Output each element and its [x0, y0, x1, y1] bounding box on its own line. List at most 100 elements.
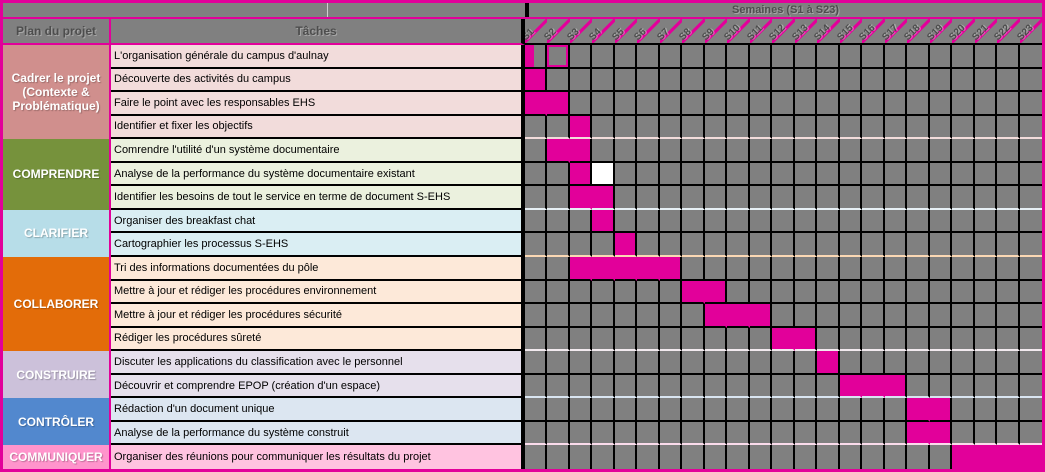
gantt-cell-s2: [547, 421, 570, 446]
gantt-cell-s8: [682, 209, 705, 234]
task-label-analyse-de-la-performance-du-systeme-doc: Analyse de la performance du système doc…: [111, 162, 525, 187]
gantt-cell-s2: [547, 115, 570, 140]
gantt-cell-s1: [525, 256, 548, 281]
gantt-cell-s6: [637, 68, 660, 93]
gantt-cell-s15: [839, 68, 863, 93]
gantt-cell-s20: [952, 421, 975, 446]
gantt-cell-s6: [637, 209, 660, 234]
gantt-cell-s22: [997, 374, 1020, 399]
gantt-cell-s13: [794, 398, 818, 422]
gantt-cell-s14: [817, 45, 840, 69]
gantt-cell-s1: [525, 139, 548, 163]
gantt-cell-s11: [749, 68, 773, 93]
gantt-cell-s2: [547, 162, 570, 187]
gantt-cell-s2: [547, 139, 570, 163]
gantt-cell-s18: [907, 374, 930, 399]
gantt-cell-s18: [907, 398, 930, 422]
gantt-cell-s5: [614, 398, 638, 422]
column-divider-tick: [327, 3, 328, 17]
gantt-cell-s14: [817, 68, 840, 93]
gantt-cell-s2: [547, 68, 570, 93]
task-label-comrendre-l-utilite-d-un-systeme-documen: Comrendre l'utilité d'un système documen…: [111, 139, 525, 163]
gantt-cell-s18: [907, 445, 930, 469]
gantt-cell-s6: [637, 304, 660, 328]
gantt-cell-s19: [929, 209, 953, 234]
gantt-cell-s17: [884, 256, 908, 281]
gantt-cell-s17: [884, 115, 908, 140]
gantt-cell-s12: [772, 186, 795, 210]
gantt-cell-s8: [682, 304, 705, 328]
gantt-cell-s23: [1019, 92, 1042, 116]
task-label-decouvrir-et-comprendre-epop-creation-d-: Découvrir et comprendre EPOP (création d…: [111, 374, 525, 399]
gantt-cell-s22: [997, 68, 1020, 93]
gantt-cell-s7: [659, 45, 683, 69]
gantt-cell-s2: [547, 327, 570, 352]
gantt-cell-s9: [704, 209, 728, 234]
gantt-cell-s13: [794, 45, 818, 69]
gantt-cell-s22: [997, 445, 1020, 469]
gantt-cell-s20: [952, 327, 975, 352]
gantt-cell-s21: [974, 233, 998, 257]
gantt-cell-s17: [884, 304, 908, 328]
task-label-organiser-des-reunions-pour-communiquer-: Organiser des réunions pour communiquer …: [111, 445, 525, 469]
gantt-cell-s12: [772, 421, 795, 446]
gantt-cell-s8: [682, 233, 705, 257]
gantt-cell-s16: [862, 327, 885, 352]
week-header-s10: S10: [723, 19, 750, 43]
gantt-cell-s5: [614, 421, 638, 446]
gantt-cell-s14: [817, 327, 840, 352]
gantt-cell-s9: [704, 45, 728, 69]
gantt-cell-s7: [659, 233, 683, 257]
gantt-cell-s20: [952, 139, 975, 163]
gantt-cell-s14: [817, 280, 840, 305]
week-header-s19: S19: [925, 19, 953, 43]
gantt-cell-s10: [727, 162, 750, 187]
gantt-cell-s14: [817, 233, 840, 257]
gantt-cell-s6: [637, 186, 660, 210]
gantt-cell-s20: [952, 233, 975, 257]
gantt-cell-s13: [794, 374, 818, 399]
gantt-cell-s21: [974, 209, 998, 234]
gantt-cell-s8: [682, 45, 705, 69]
gantt-cell-s4: [592, 68, 615, 93]
gantt-cell-s3: [569, 186, 593, 210]
phase-controler: CONTRÔLER: [3, 398, 111, 446]
gantt-cell-s18: [907, 280, 930, 305]
gantt-cell-s23: [1019, 209, 1042, 234]
gantt-cell-s7: [659, 186, 683, 210]
gantt-cell-s3: [569, 398, 593, 422]
gantt-cell-s13: [794, 327, 818, 352]
gantt-cell-s23: [1019, 421, 1042, 446]
gantt-cell-s3: [569, 280, 593, 305]
gantt-cell-s16: [862, 68, 885, 93]
gantt-cell-s12: [772, 256, 795, 281]
gantt-cell-s11: [749, 92, 773, 116]
gantt-cell-s1: [525, 398, 548, 422]
gantt-cell-s9: [704, 351, 728, 375]
weeks-title: Semaines (S1 à S23): [525, 3, 1042, 17]
gantt-cell-s8: [682, 139, 705, 163]
gantt-cell-s14: [817, 445, 840, 469]
gantt-cell-s2: [547, 280, 570, 305]
gantt-cell-s16: [862, 92, 885, 116]
gantt-cell-s10: [727, 304, 750, 328]
gantt-cell-s20: [952, 304, 975, 328]
gantt-cell-s5: [614, 445, 638, 469]
week-header-s3: S3: [565, 19, 593, 43]
gantt-cell-s19: [929, 351, 953, 375]
gantt-cell-s22: [997, 233, 1020, 257]
gantt-cell-s1: [525, 162, 548, 187]
gantt-cell-s15: [839, 115, 863, 140]
gantt-cell-s11: [749, 45, 773, 69]
gantt-cell-s14: [817, 115, 840, 140]
gantt-cell-s15: [839, 304, 863, 328]
gantt-cell-s7: [659, 68, 683, 93]
gantt-cell-s14: [817, 304, 840, 328]
gantt-cell-s6: [637, 327, 660, 352]
gantt-cell-s21: [974, 351, 998, 375]
gantt-cell-s3: [569, 139, 593, 163]
gantt-cell-s3: [569, 351, 593, 375]
gantt-cell-s13: [794, 139, 818, 163]
gantt-cell-s11: [749, 186, 773, 210]
